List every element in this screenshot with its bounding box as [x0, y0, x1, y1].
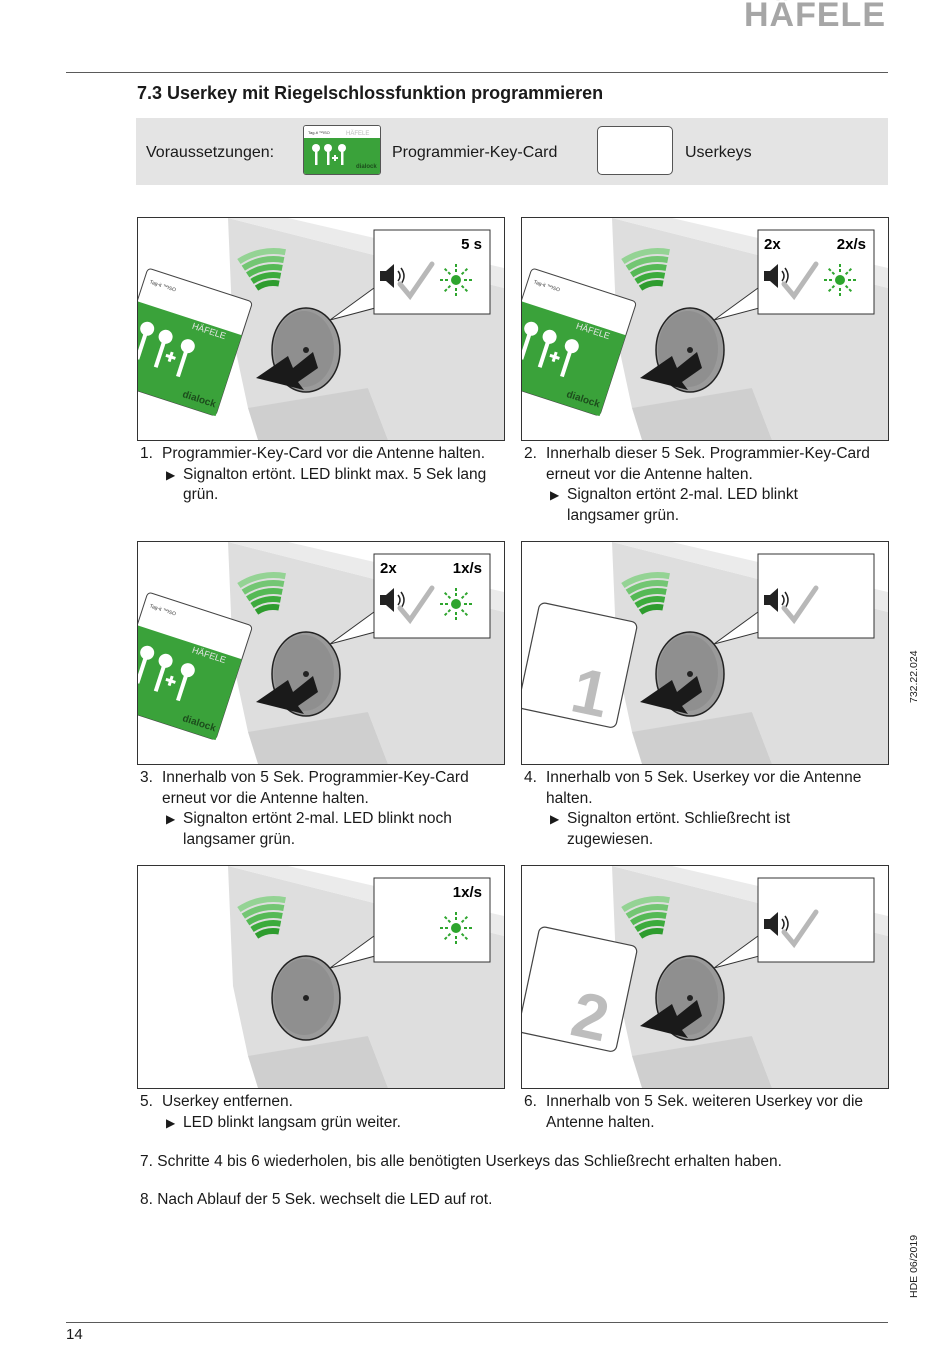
section-title: 7.3 Userkey mit Riegelschlossfunktion pr… [137, 83, 604, 103]
footer-rule [66, 1322, 888, 1323]
insert-arrow-icon [256, 676, 318, 714]
signal-waves-icon [621, 572, 670, 615]
step-8-text: 8. Nach Ablauf der 5 Sek. wechselt die L… [140, 1191, 493, 1208]
insert-arrow-icon [640, 676, 702, 714]
speaker-icon [764, 912, 789, 936]
result-arrow-icon: ▶ [166, 1115, 176, 1130]
step-instruction-line: Programmier-Key-Card vor die Antenne hal… [162, 445, 486, 462]
step-4-caption: 4. Innerhalb von 5 Sek. Userkey vor die A… [524, 768, 894, 850]
insert-arrow-icon [640, 1000, 702, 1038]
step-5-caption: 5. Userkey entfernen. ▶ LED blinkt langsam … [140, 1092, 510, 1133]
step-result-line: Signalton ertönt. LED blinkt max. 5 Sek … [183, 465, 487, 483]
step-result-line: Signalton ertönt 2-mal. LED blinkt [567, 486, 798, 503]
step-result-line: langsamer grün. [567, 506, 680, 524]
document-number: 732.22.024 [908, 650, 920, 703]
step-number: 6. [524, 1093, 537, 1110]
repeat-count-label: 2x [380, 560, 397, 577]
programming-card-thumbnail: Tag-it ™ISO HÄFELE dialock [303, 125, 381, 175]
result-arrow-icon: ▶ [550, 488, 560, 502]
antenna-reader [271, 955, 341, 1041]
status-bubble [329, 877, 491, 969]
step-6-caption: 6. Innerhalb von 5 Sek. weiteren Userkey … [524, 1092, 894, 1133]
key-card-icon: Tag-it ™ISO HÄFELE dialock [304, 126, 380, 174]
edition-label: HDE 06/2019 [908, 1234, 920, 1298]
page-number: 14 [66, 1326, 83, 1343]
signal-waves-icon [621, 896, 670, 939]
step-number: 2. [524, 445, 537, 462]
programming-card-label: Programmier-Key-Card [392, 144, 558, 161]
repeat-count-label: 2x [764, 236, 781, 253]
illustration-step-5: 1x/s [137, 865, 505, 1089]
userkey-card: 1 [522, 602, 638, 731]
step-result-line: zugewiesen. [567, 830, 654, 848]
step-number: 1. [140, 445, 153, 462]
step-result-line: Signalton ertönt. Schließrecht ist [567, 810, 791, 827]
check-icon [781, 585, 819, 625]
step-1-caption: 1. Programmier-Key-Card vor die Antenne h… [140, 444, 510, 506]
step-result-line: LED blinkt langsam grün weiter. [183, 1113, 401, 1131]
speaker-icon [764, 264, 789, 288]
step-instruction-line: erneut vor die Antenne halten. [162, 789, 369, 807]
step-instruction-line: Innerhalb dieser 5 Sek. Programmier-Key-… [546, 445, 870, 462]
step-result-line: langsamer grün. [183, 830, 296, 848]
step-instruction-line: erneut vor die Antenne halten. [546, 465, 753, 483]
userkeys-label: Userkeys [685, 144, 752, 161]
blink-rate-label: 2x/s [837, 236, 866, 253]
step-result-line: Signalton ertönt 2-mal. LED blinkt noch [183, 810, 452, 827]
signal-waves-icon [237, 248, 286, 291]
led-blink-icon [439, 263, 473, 297]
check-icon [781, 261, 819, 301]
signal-waves-icon [237, 896, 286, 939]
mini-card-small-text: Tag-it ™ISO [308, 130, 330, 135]
userkey-thumbnail [597, 126, 673, 175]
insert-arrow-icon [640, 352, 702, 390]
led-blink-icon [439, 587, 473, 621]
prerequisites-bar: Voraussetzungen: Tag-it ™ISO HÄFELE dial… [136, 118, 888, 185]
mini-card-product: dialock [356, 164, 377, 170]
blink-rate-label: 1x/s [453, 884, 482, 901]
illustration-step-6: 2 [521, 865, 889, 1089]
step-3-caption: 3. Innerhalb von 5 Sek. Programmier-Key-C… [140, 768, 510, 850]
step-number: 3. [140, 769, 153, 786]
blink-rate-label: 5 s [461, 236, 482, 253]
step-number: 5. [140, 1093, 153, 1110]
result-arrow-icon: ▶ [166, 467, 176, 482]
step-2-caption: 2. Innerhalb dieser 5 Sek. Programmier-Ke… [524, 444, 894, 526]
userkey-card: 2 [522, 926, 638, 1055]
led-blink-icon [439, 911, 473, 945]
haefele-logo: HÄFELE [744, 0, 886, 30]
step-result-line: grün. [183, 486, 219, 503]
blink-rate-label: 1x/s [453, 560, 482, 577]
insert-arrow-icon [256, 352, 318, 390]
header-rule [66, 72, 888, 73]
mini-card-brand: HÄFELE [346, 130, 369, 137]
step-instruction-line: halten. [546, 789, 593, 807]
step-instruction-line: Antenne halten. [546, 1113, 655, 1131]
illustration-step-4: 1 [521, 541, 889, 765]
check-icon [781, 909, 819, 949]
check-icon [397, 585, 435, 625]
step-instruction-line: Userkey entfernen. [162, 1093, 293, 1110]
step-7-text: 7. Schritte 4 bis 6 wiederholen, bis all… [140, 1153, 782, 1170]
signal-waves-icon [621, 248, 670, 291]
result-arrow-icon: ▶ [550, 812, 560, 826]
signal-waves-icon [237, 572, 286, 615]
step-instruction-line: Innerhalb von 5 Sek. weiteren Userkey vo… [546, 1093, 864, 1110]
led-blink-icon [823, 263, 857, 297]
check-icon [397, 261, 435, 301]
step-instruction-line: Innerhalb von 5 Sek. Programmier-Key-Car… [162, 769, 469, 786]
prerequisites-label: Voraussetzungen: [146, 144, 275, 161]
step-instruction-line: Innerhalb von 5 Sek. Userkey vor die Ant… [546, 769, 862, 786]
result-arrow-icon: ▶ [166, 812, 176, 826]
step-number: 4. [524, 769, 537, 786]
